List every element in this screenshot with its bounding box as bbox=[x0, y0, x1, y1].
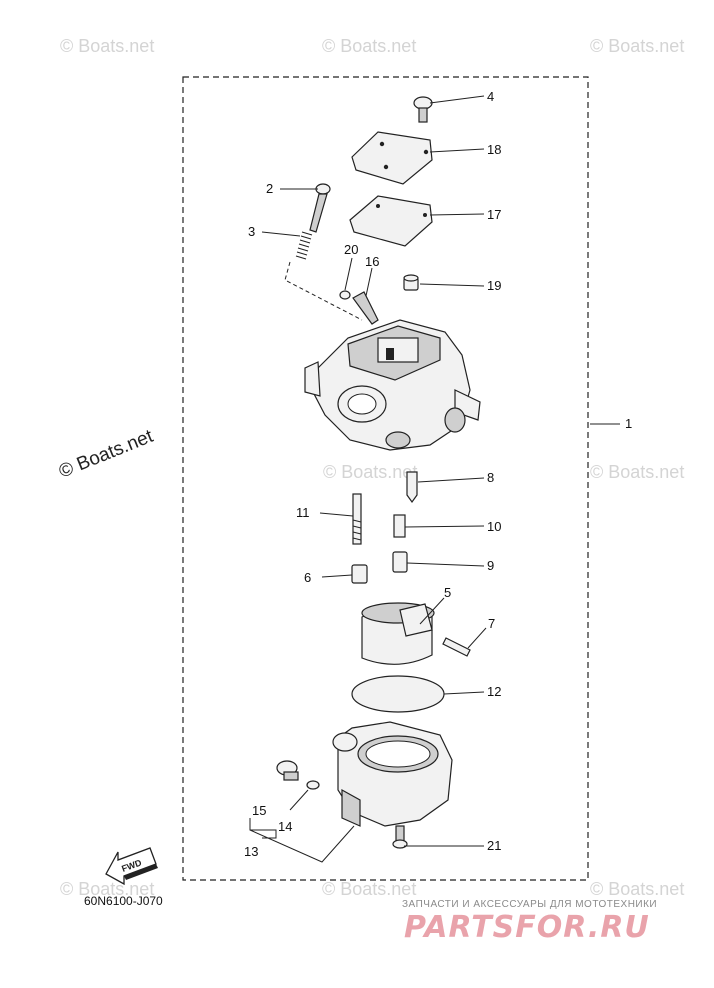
watermark: © Boats.net bbox=[590, 879, 684, 899]
part-19-cap bbox=[403, 274, 419, 291]
callout-4: 4 bbox=[487, 89, 494, 104]
callout-21: 21 bbox=[487, 838, 501, 853]
diagram-code: 60N6100-J070 bbox=[84, 894, 163, 908]
watermark: © Boats.net bbox=[323, 462, 417, 482]
callout-labels: 4 18 17 2 3 20 16 19 1 8 11 10 9 6 5 7 1… bbox=[244, 89, 632, 859]
alignment-line bbox=[284, 261, 363, 321]
watermark: © Boats.net bbox=[60, 36, 154, 56]
part-16-pilot-screw bbox=[352, 291, 379, 325]
brand-logo: PARTSFOR.RU bbox=[404, 910, 650, 945]
callout-18: 18 bbox=[487, 142, 501, 157]
callout-16: 16 bbox=[365, 254, 379, 269]
watermark: © Boats.net bbox=[590, 36, 684, 56]
part-21-drain-screw bbox=[392, 825, 408, 849]
part-15-screw bbox=[276, 760, 299, 781]
callout-5: 5 bbox=[444, 585, 451, 600]
fwd-arrow-icon: FWD bbox=[105, 847, 158, 886]
carburetor-body bbox=[304, 319, 481, 451]
part-8-needle-valve bbox=[406, 471, 418, 504]
part-3-spring bbox=[295, 231, 313, 260]
leader-lines bbox=[249, 95, 620, 863]
callout-9: 9 bbox=[487, 558, 494, 573]
part-5-float bbox=[361, 602, 435, 665]
watermark: © Boats.net bbox=[60, 879, 154, 899]
callout-6: 6 bbox=[304, 570, 311, 585]
callout-14: 14 bbox=[278, 819, 292, 834]
callout-10: 10 bbox=[487, 519, 501, 534]
part-20-o-ring bbox=[339, 290, 351, 300]
callout-1: 1 bbox=[625, 416, 632, 431]
watermark: © Boats.net bbox=[322, 879, 416, 899]
part-18-cover bbox=[351, 131, 433, 185]
assembly-boundary bbox=[182, 76, 589, 881]
callout-11: 11 bbox=[296, 505, 310, 520]
callout-20: 20 bbox=[344, 242, 358, 257]
callout-15: 15 bbox=[252, 803, 266, 818]
callout-8: 8 bbox=[487, 470, 494, 485]
part-11-main-nozzle bbox=[352, 493, 362, 545]
callout-12: 12 bbox=[487, 684, 501, 699]
part-6-main-jet bbox=[351, 564, 368, 584]
brand-tagline: ЗАПЧАСТИ И АКСЕССУАРЫ ДЛЯ МОТОТЕХНИКИ bbox=[402, 899, 657, 910]
watermark: © Boats.net bbox=[322, 36, 416, 56]
watermark-main: © Boats.net bbox=[56, 426, 157, 483]
part-10-pilot-jet bbox=[393, 514, 406, 538]
callout-2: 2 bbox=[266, 181, 273, 196]
callout-3: 3 bbox=[248, 224, 255, 239]
callout-17: 17 bbox=[487, 207, 501, 222]
part-9-plug bbox=[392, 551, 408, 573]
callout-7: 7 bbox=[488, 616, 495, 631]
part-2-screw bbox=[309, 183, 331, 233]
watermark: © Boats.net bbox=[590, 462, 684, 482]
part-17-gasket bbox=[349, 195, 433, 247]
part-7-float-pin bbox=[442, 637, 471, 657]
partsfor-branding: ЗАПЧАСТИ И АКСЕССУАРЫ ДЛЯ МОТОТЕХНИКИ PA… bbox=[402, 899, 657, 945]
part-14-washer bbox=[306, 780, 320, 790]
part-4-screw bbox=[413, 96, 433, 123]
part-13-float-chamber bbox=[332, 721, 453, 827]
callout-13: 13 bbox=[244, 844, 258, 859]
callout-19: 19 bbox=[487, 278, 501, 293]
part-12-gasket bbox=[351, 675, 445, 713]
